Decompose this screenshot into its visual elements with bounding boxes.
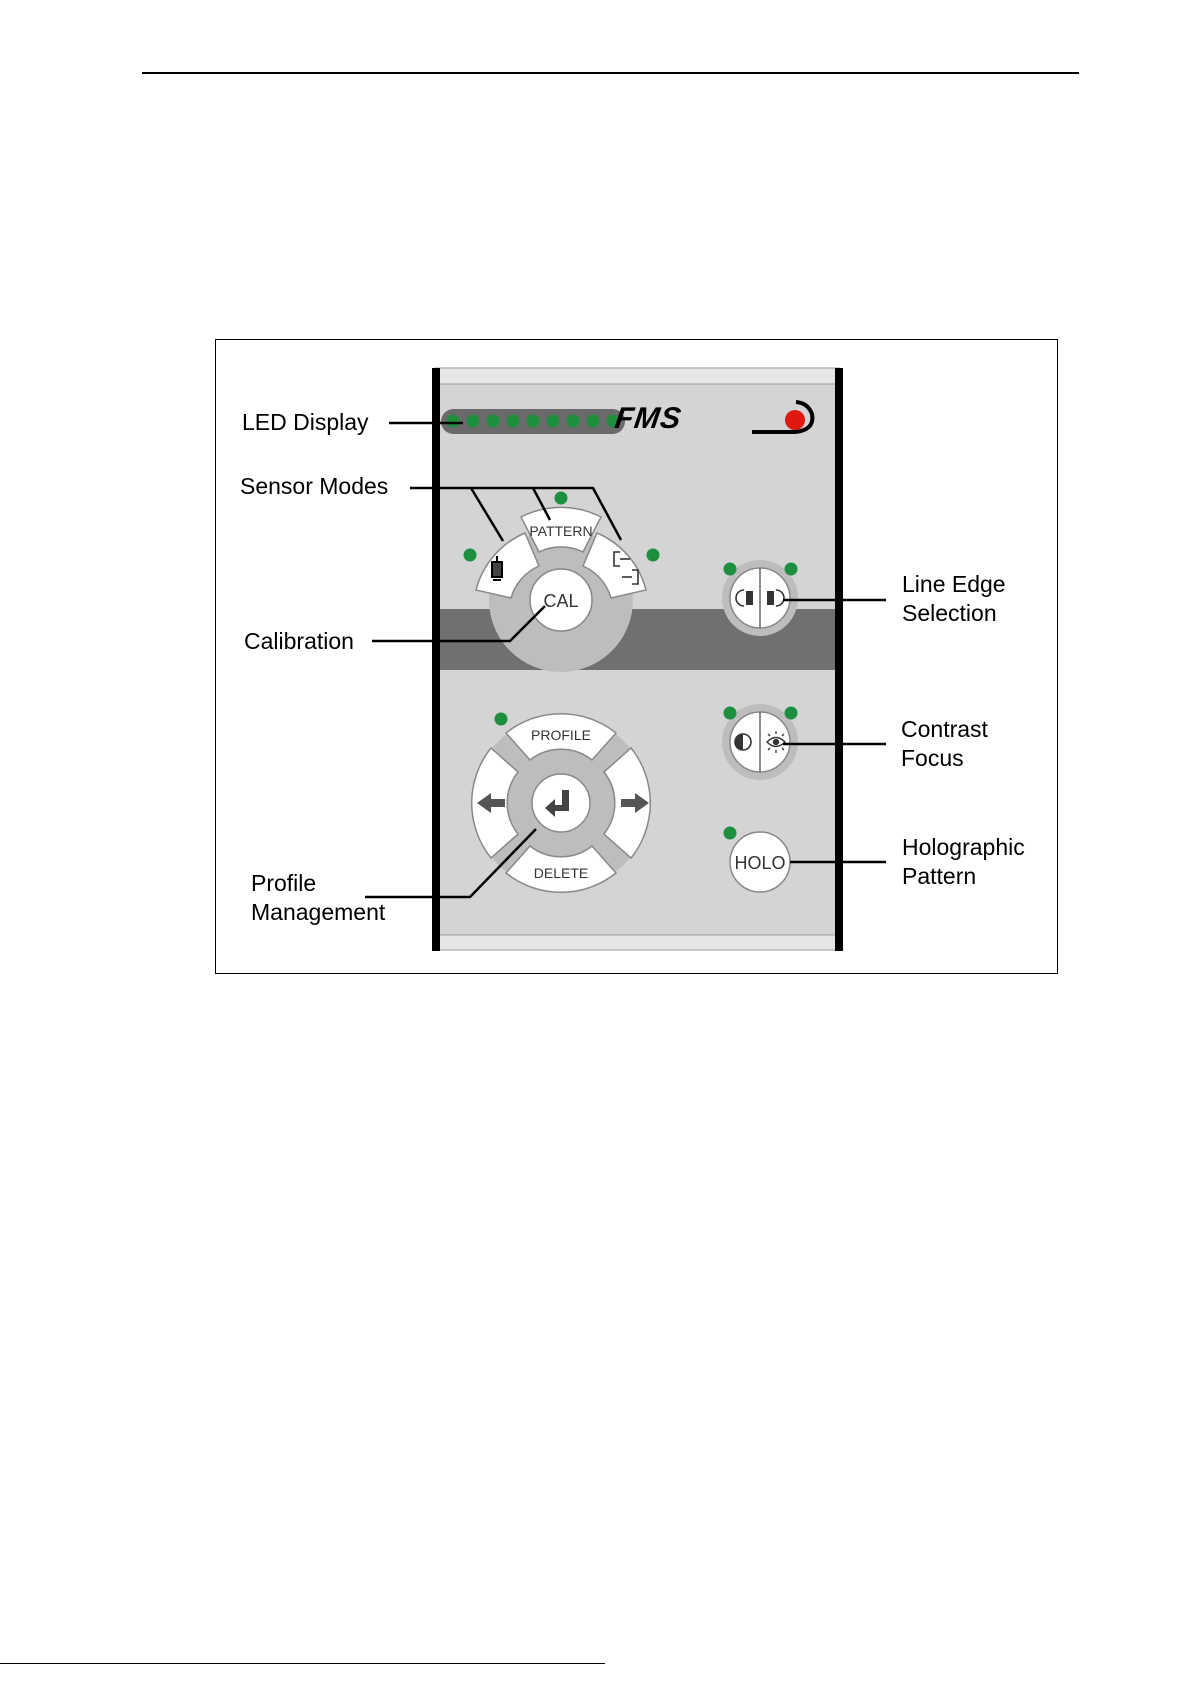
delete-label: DELETE	[534, 865, 588, 881]
callout-profile-line2: Management	[251, 898, 385, 927]
led-mode-right	[647, 549, 660, 562]
led-line-edge-right	[785, 563, 798, 576]
led-7	[567, 415, 580, 428]
led-5	[527, 415, 540, 428]
led-6	[547, 415, 560, 428]
enter-button[interactable]	[532, 774, 590, 832]
callout-contrast-line2: Focus	[901, 744, 988, 773]
holo-label: HOLO	[734, 853, 785, 873]
top-strip	[435, 368, 839, 384]
callout-holo-line2: Pattern	[902, 862, 1025, 891]
callout-profile-management: Profile Management	[251, 869, 385, 927]
led-mode-left	[464, 549, 477, 562]
bottom-strip	[435, 935, 839, 950]
callout-contrast-line1: Contrast	[901, 715, 988, 744]
callout-contrast-focus: Contrast Focus	[901, 715, 988, 773]
profile-label: PROFILE	[531, 727, 591, 743]
led-line-edge-left	[724, 563, 737, 576]
callout-line-edge-line1: Line Edge	[902, 570, 1006, 599]
callout-holo-line1: Holographic	[902, 833, 1025, 862]
logo-red-dot	[785, 410, 805, 430]
panel-side-left	[432, 368, 440, 951]
led-3	[487, 415, 500, 428]
led-contrast	[724, 707, 737, 720]
callout-holographic-pattern: Holographic Pattern	[902, 833, 1025, 891]
led-row	[447, 415, 620, 428]
led-focus	[785, 707, 798, 720]
callout-line-edge-line2: Selection	[902, 599, 1006, 628]
pattern-label: PATTERN	[529, 523, 592, 539]
panel-side-right	[835, 368, 843, 951]
led-pattern	[555, 492, 568, 505]
callout-line-edge-selection: Line Edge Selection	[902, 570, 1006, 628]
led-1	[447, 415, 460, 428]
callout-profile-line1: Profile	[251, 869, 385, 898]
led-8	[587, 415, 600, 428]
led-profile	[495, 713, 508, 726]
callout-calibration: Calibration	[244, 627, 354, 656]
callout-led-display: LED Display	[242, 408, 369, 437]
logo-text: FMS	[613, 402, 684, 435]
led-2	[467, 415, 480, 428]
callout-sensor-modes: Sensor Modes	[240, 472, 388, 501]
led-holo	[724, 827, 737, 840]
led-4	[507, 415, 520, 428]
cal-label: CAL	[543, 591, 578, 611]
contrast-icon	[735, 734, 751, 750]
